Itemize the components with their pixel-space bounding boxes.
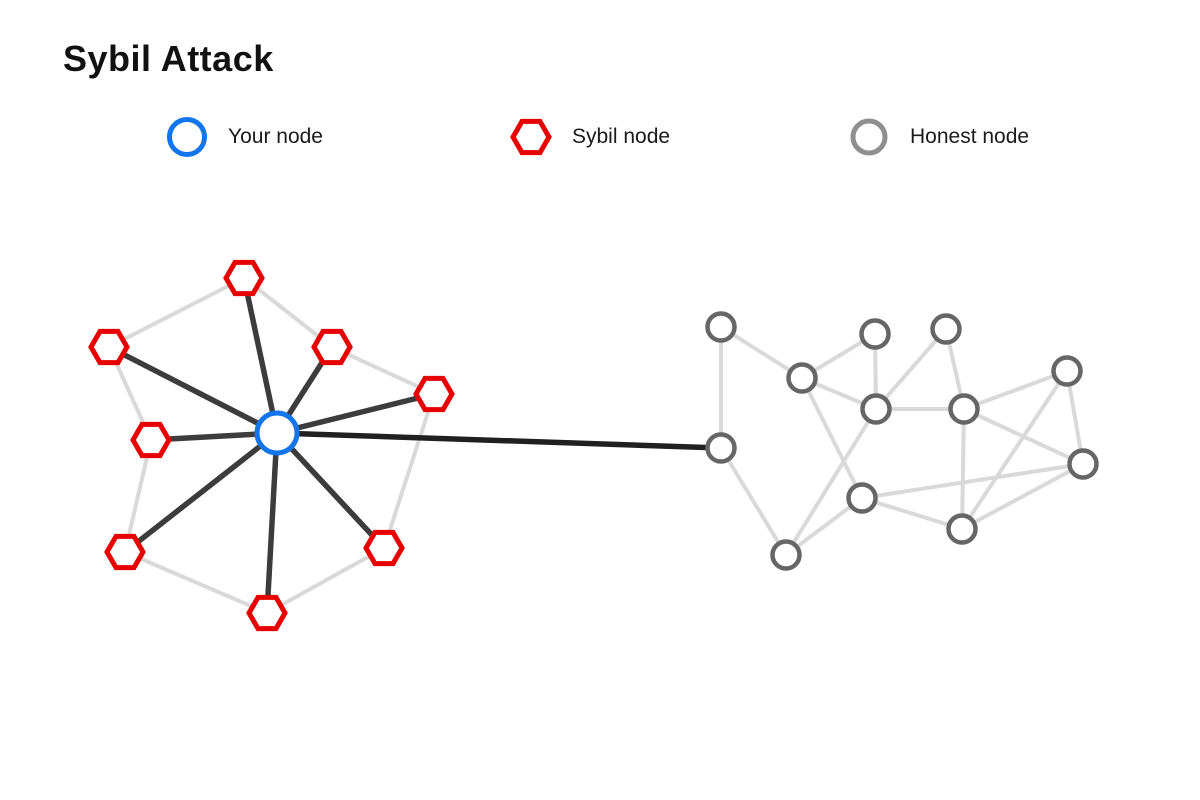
- sybil-spoke-edge: [274, 391, 437, 436]
- sybil-node: [363, 529, 405, 567]
- honest-node: [846, 482, 878, 514]
- honest-network-edge: [719, 446, 788, 557]
- legend-label-honest-node: Honest node: [910, 125, 1030, 148]
- honest-node: [860, 393, 892, 425]
- sybil-ring-edge: [265, 546, 386, 615]
- honest-node: [930, 313, 962, 345]
- sybil-ring-edge: [107, 276, 246, 349]
- legend-item-sybil-node: Sybil node: [508, 114, 670, 160]
- your-node: [254, 410, 300, 456]
- sybil-node: [104, 533, 146, 571]
- sybil-node: [246, 594, 288, 632]
- sybil-ring-edge: [123, 438, 153, 554]
- honest-node: [1051, 355, 1083, 387]
- honest-node: [786, 362, 818, 394]
- honest-node: [705, 311, 737, 343]
- honest-node: [770, 539, 802, 571]
- sybil-node: [130, 421, 172, 459]
- sybil-node: [223, 259, 265, 297]
- honest-network-edge: [860, 462, 1085, 500]
- sybil-spoke-edge: [122, 430, 280, 555]
- sybil-spoke-edge: [241, 275, 280, 436]
- honest-node-icon: [846, 114, 892, 160]
- legend-label-your-node: Your node: [228, 125, 323, 148]
- honest-node: [948, 393, 980, 425]
- honest-network-edge: [874, 327, 948, 411]
- attack-edge: [274, 430, 724, 451]
- honest-network-edge: [962, 407, 1085, 466]
- honest-node: [705, 432, 737, 464]
- sybil-node: [311, 328, 353, 366]
- page-title: Sybil Attack: [63, 38, 274, 79]
- legend-label-sybil-node: Sybil node: [572, 125, 671, 148]
- sybil-ring-edge: [382, 392, 436, 550]
- sybil-node-icon: [508, 114, 554, 160]
- honest-network-edge: [800, 376, 864, 500]
- honest-node: [1067, 448, 1099, 480]
- sybil-spoke-edge: [106, 344, 280, 436]
- sybil-ring-edge: [330, 345, 436, 396]
- sybil-node: [88, 328, 130, 366]
- sybil-node: [413, 375, 455, 413]
- legend-item-your-node: Your node: [164, 114, 323, 160]
- honest-node: [859, 318, 891, 350]
- sybil-spoke-edge: [264, 430, 280, 616]
- sybil-spoke-edge: [274, 430, 387, 551]
- honest-network-edge: [784, 407, 878, 557]
- sybil-ring-edge: [123, 550, 269, 615]
- legend-item-honest-node: Honest node: [846, 114, 1029, 160]
- honest-network-edge: [784, 496, 864, 557]
- honest-network-edge: [960, 369, 1069, 531]
- honest-node: [946, 513, 978, 545]
- sybil-ring-edge: [242, 276, 334, 349]
- honest-network-edge: [962, 369, 1069, 411]
- honest-network-edge: [719, 325, 804, 380]
- honest-network-edge: [960, 407, 966, 531]
- your-node-icon: [164, 114, 210, 160]
- honest-network-edge: [960, 462, 1085, 531]
- honest-network-edge: [860, 496, 964, 531]
